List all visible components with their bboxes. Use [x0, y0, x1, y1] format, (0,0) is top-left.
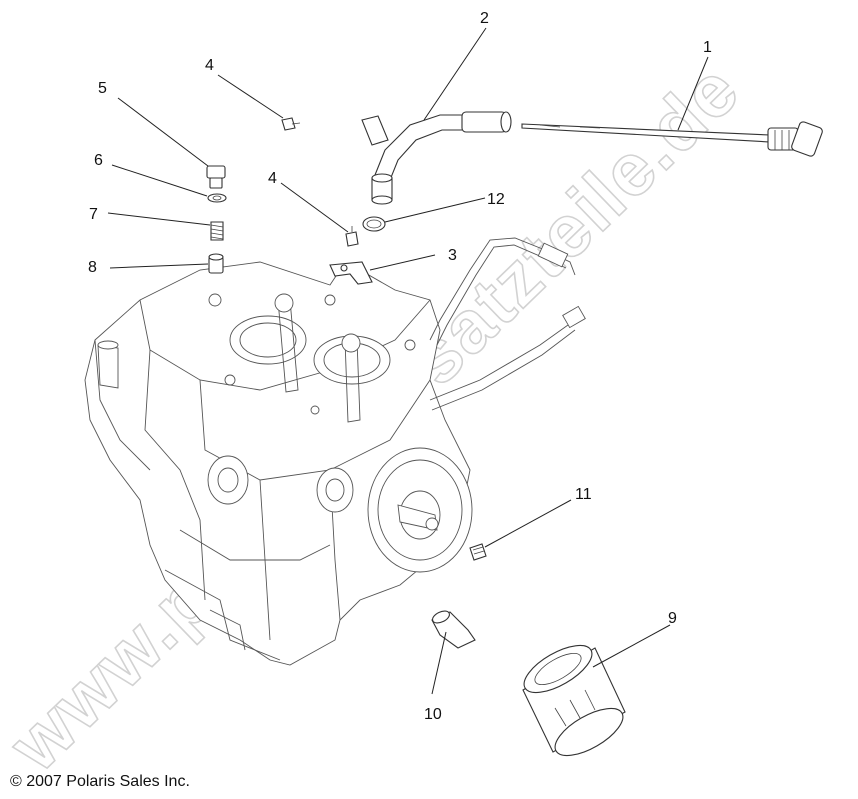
leader-8 [109, 263, 209, 269]
callout-7: 7 [89, 206, 98, 223]
leader-12 [384, 197, 486, 223]
part-plug [469, 543, 487, 561]
part-tube-bracket [329, 261, 373, 285]
callout-9: 9 [668, 610, 677, 627]
leader-11 [484, 499, 572, 548]
copyright-notice: © 2007 Polaris Sales Inc. [10, 773, 190, 790]
leader-1 [677, 56, 709, 131]
part-oil-filter [522, 644, 626, 757]
leader-10 [431, 631, 447, 695]
part-drain-plug [206, 165, 226, 189]
part-bolt-upper [281, 117, 301, 131]
engine-crankcase [84, 237, 586, 666]
callout-4-upper: 4 [205, 57, 214, 74]
callout-11: 11 [575, 486, 592, 503]
part-o-ring [362, 216, 386, 232]
callout-5: 5 [98, 80, 107, 97]
leader-2 [423, 27, 487, 121]
leader-6 [111, 164, 208, 197]
leader-3 [369, 254, 436, 271]
part-washer [207, 193, 227, 203]
callout-12: 12 [487, 191, 505, 208]
part-dipstick [521, 121, 823, 157]
callout-1: 1 [703, 39, 712, 56]
part-fitting [431, 610, 476, 649]
callouts: 1 2 3 4 4 5 6 7 8 9 10 11 12 [88, 10, 712, 723]
callout-3: 3 [448, 247, 457, 264]
callout-4-lower: 4 [268, 170, 277, 187]
callout-6: 6 [94, 152, 103, 169]
leader-7 [107, 212, 211, 226]
leader-9 [592, 624, 671, 668]
part-spring [210, 221, 224, 241]
part-plunger [208, 253, 224, 274]
part-dipstick-tube [361, 111, 512, 205]
callout-8: 8 [88, 259, 97, 276]
part-bolt-lower [345, 226, 359, 247]
callout-2: 2 [480, 10, 489, 27]
callout-10: 10 [424, 706, 442, 723]
leader-4-lower [280, 182, 349, 233]
leader-4-upper [217, 74, 284, 119]
leader-5 [117, 97, 209, 167]
